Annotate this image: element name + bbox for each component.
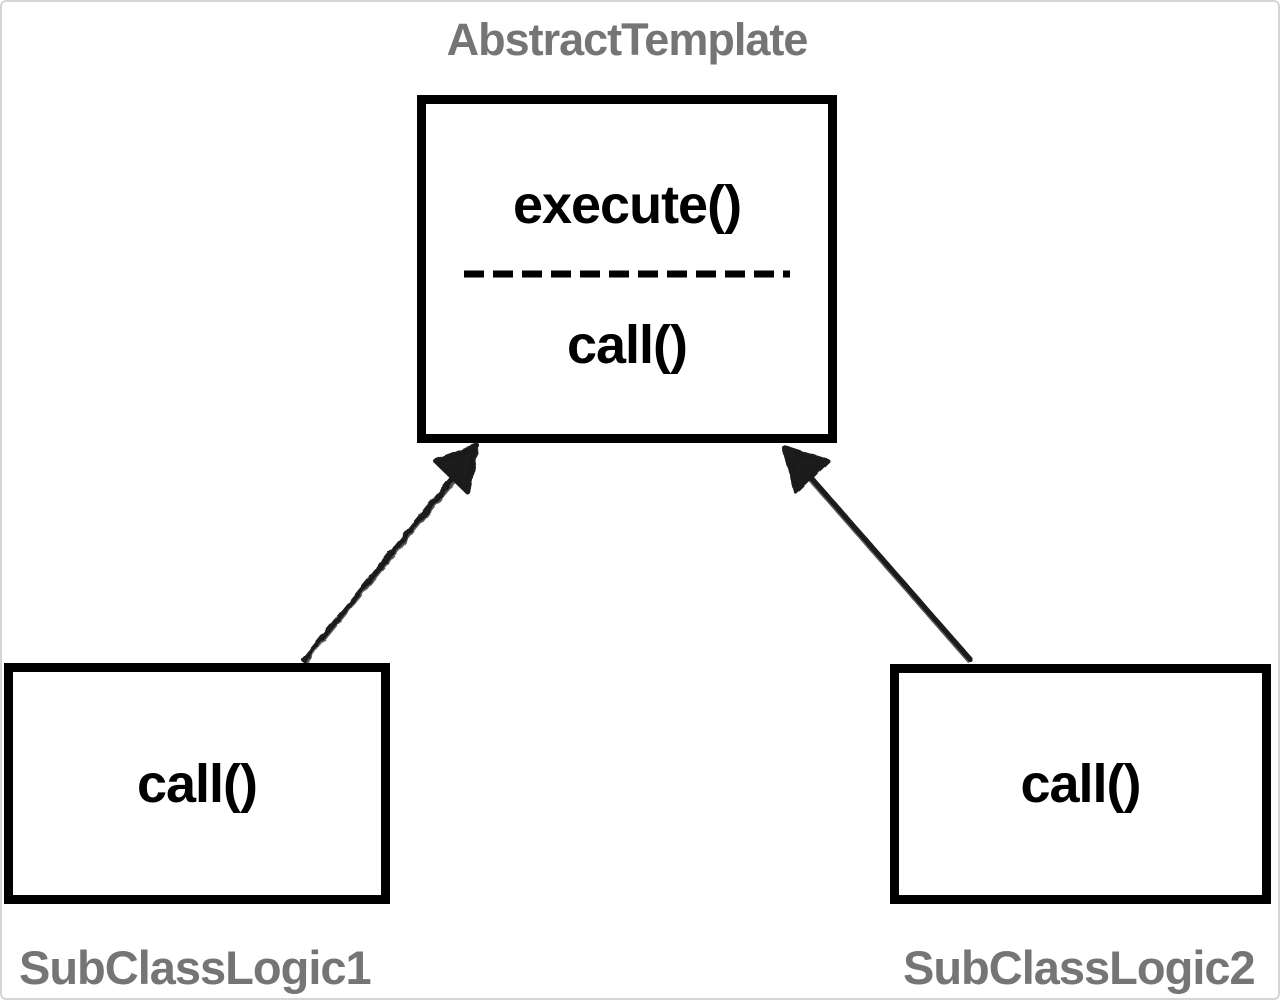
- subclass2-label: SubClassLogic2: [903, 941, 1256, 994]
- subclass-box-logic1: call(): [4, 663, 390, 904]
- inheritance-arrow-right: [782, 445, 973, 663]
- abstract-method-execute: execute(): [512, 175, 742, 235]
- abstract-class-title: AbstractTemplate: [446, 14, 809, 65]
- subclass1-method-call: call(): [136, 753, 258, 814]
- subclass-box-logic2: call(): [890, 664, 1271, 904]
- abstract-class-box: execute() call(): [417, 95, 837, 443]
- inheritance-arrow-left: [301, 443, 479, 664]
- subclass1-label: SubClassLogic1: [19, 941, 372, 994]
- abstract-method-call: call(): [566, 315, 688, 375]
- dashed-divider: [464, 270, 790, 278]
- subclass2-method-call: call(): [1020, 754, 1141, 814]
